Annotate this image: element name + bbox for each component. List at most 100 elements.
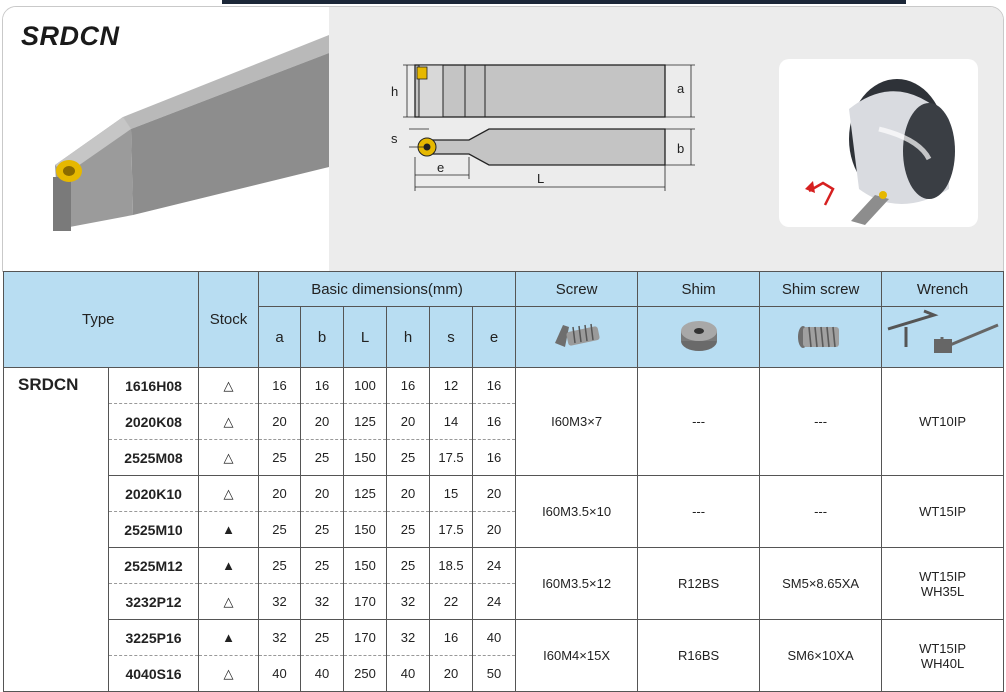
dim-a-cell: 32 <box>258 619 301 656</box>
dim-L-cell: 150 <box>343 439 387 476</box>
header-screw: Screw <box>515 271 639 307</box>
shim-screw-cell: --- <box>759 367 883 476</box>
header-dim-s: s <box>429 306 473 368</box>
top-accent-bar <box>222 0 906 4</box>
stock-symbol: △ <box>198 655 259 692</box>
dim-h-cell: 32 <box>386 619 430 656</box>
model-code: 2020K08 <box>108 403 199 440</box>
screw-cell: I60M3.5×12 <box>515 547 639 620</box>
stock-symbol: △ <box>198 403 259 440</box>
dim-b-cell: 20 <box>300 403 344 440</box>
dim-s-cell: 17.5 <box>429 439 473 476</box>
dim-a-cell: 20 <box>258 403 301 440</box>
dim-L-cell: 125 <box>343 403 387 440</box>
dim-L-cell: 100 <box>343 367 387 404</box>
stock-symbol: △ <box>198 439 259 476</box>
toolholder-render <box>53 35 329 231</box>
dim-e-cell: 20 <box>471 511 517 548</box>
screw-image-cell <box>515 306 639 368</box>
dim-h-cell: 25 <box>386 547 430 584</box>
dim-e-cell: 50 <box>471 655 517 692</box>
stock-symbol: △ <box>198 475 259 512</box>
header-dim-L: L <box>343 306 387 368</box>
dim-h-cell: 40 <box>386 655 430 692</box>
dim-b-cell: 25 <box>300 619 344 656</box>
dim-L-cell: 125 <box>343 475 387 512</box>
stock-symbol: ▲ <box>198 547 259 584</box>
screw-cell: I60M3.5×10 <box>515 475 639 548</box>
dim-h-cell: 25 <box>386 439 430 476</box>
dim-a-cell: 25 <box>258 439 301 476</box>
dim-label-h: h <box>391 84 398 99</box>
wrench-code: WH40L <box>920 655 965 671</box>
dim-b-cell: 25 <box>300 511 344 548</box>
workpiece-photo <box>779 59 978 227</box>
dim-e-cell: 20 <box>471 475 517 512</box>
header-shim-screw: Shim screw <box>759 271 883 307</box>
dim-L-cell: 150 <box>343 511 387 548</box>
wrench-icon <box>887 309 999 353</box>
dim-b-cell: 20 <box>300 475 344 512</box>
dim-b-cell: 40 <box>300 655 344 692</box>
header-basic-dimensions: Basic dimensions(mm) <box>257 271 517 307</box>
dim-s-cell: 22 <box>429 583 473 620</box>
model-code: 2525M10 <box>108 511 199 548</box>
dim-a-cell: 40 <box>258 655 301 692</box>
shim-cell: --- <box>637 367 761 476</box>
dim-s-cell: 14 <box>429 403 473 440</box>
wrench-image-cell <box>881 306 1005 368</box>
stock-symbol: ▲ <box>198 511 259 548</box>
model-code: 2525M12 <box>108 547 199 584</box>
dim-label-s: s <box>391 131 398 146</box>
shim-cell: --- <box>637 475 761 548</box>
tool-illustration-area: SRDCN <box>3 7 329 271</box>
model-code: 1616H08 <box>108 367 199 404</box>
dim-e-cell: 16 <box>471 403 517 440</box>
series-label: SRDCN <box>3 367 109 692</box>
model-code: 2020K10 <box>108 475 199 512</box>
dim-L-cell: 170 <box>343 583 387 620</box>
wrench-cell: WT10IP <box>881 367 1005 476</box>
dim-a-cell: 16 <box>258 367 301 404</box>
header-dim-h: h <box>386 306 430 368</box>
dim-label-b: b <box>677 141 684 156</box>
dim-s-cell: 17.5 <box>429 511 473 548</box>
dim-L-cell: 250 <box>343 655 387 692</box>
dim-e-cell: 24 <box>471 547 517 584</box>
dimension-drawing: h a s b e L <box>391 64 695 191</box>
header-stock: Stock <box>198 271 259 368</box>
dim-b-cell: 25 <box>300 547 344 584</box>
shim-image-cell <box>637 306 761 368</box>
dim-a-cell: 20 <box>258 475 301 512</box>
dim-e-cell: 16 <box>471 439 517 476</box>
dim-b-cell: 25 <box>300 439 344 476</box>
dim-s-cell: 20 <box>429 655 473 692</box>
stock-symbol: ▲ <box>198 619 259 656</box>
shim-screw-icon <box>797 326 839 348</box>
model-code: 3225P16 <box>108 619 199 656</box>
rotation-arrow-icon <box>808 181 835 206</box>
model-code: 3232P12 <box>108 583 199 620</box>
screw-icon <box>554 323 600 347</box>
header-panel: SRDCN h <box>2 6 1004 272</box>
dim-label-a: a <box>677 81 685 96</box>
shim-screw-cell: SM6×10XA <box>759 619 883 692</box>
shim-screw-cell: --- <box>759 475 883 548</box>
dim-h-cell: 16 <box>386 367 430 404</box>
dim-b-cell: 32 <box>300 583 344 620</box>
screw-cell: I60M4×15X <box>515 619 639 692</box>
dim-s-cell: 18.5 <box>429 547 473 584</box>
drawing-area: h a s b e L <box>329 7 1003 271</box>
shim-icon <box>680 321 717 351</box>
dim-b-cell: 16 <box>300 367 344 404</box>
shim-screw-image-cell <box>759 306 883 368</box>
series-title: SRDCN <box>21 21 120 51</box>
shim-cell: R12BS <box>637 547 761 620</box>
dim-h-cell: 20 <box>386 403 430 440</box>
